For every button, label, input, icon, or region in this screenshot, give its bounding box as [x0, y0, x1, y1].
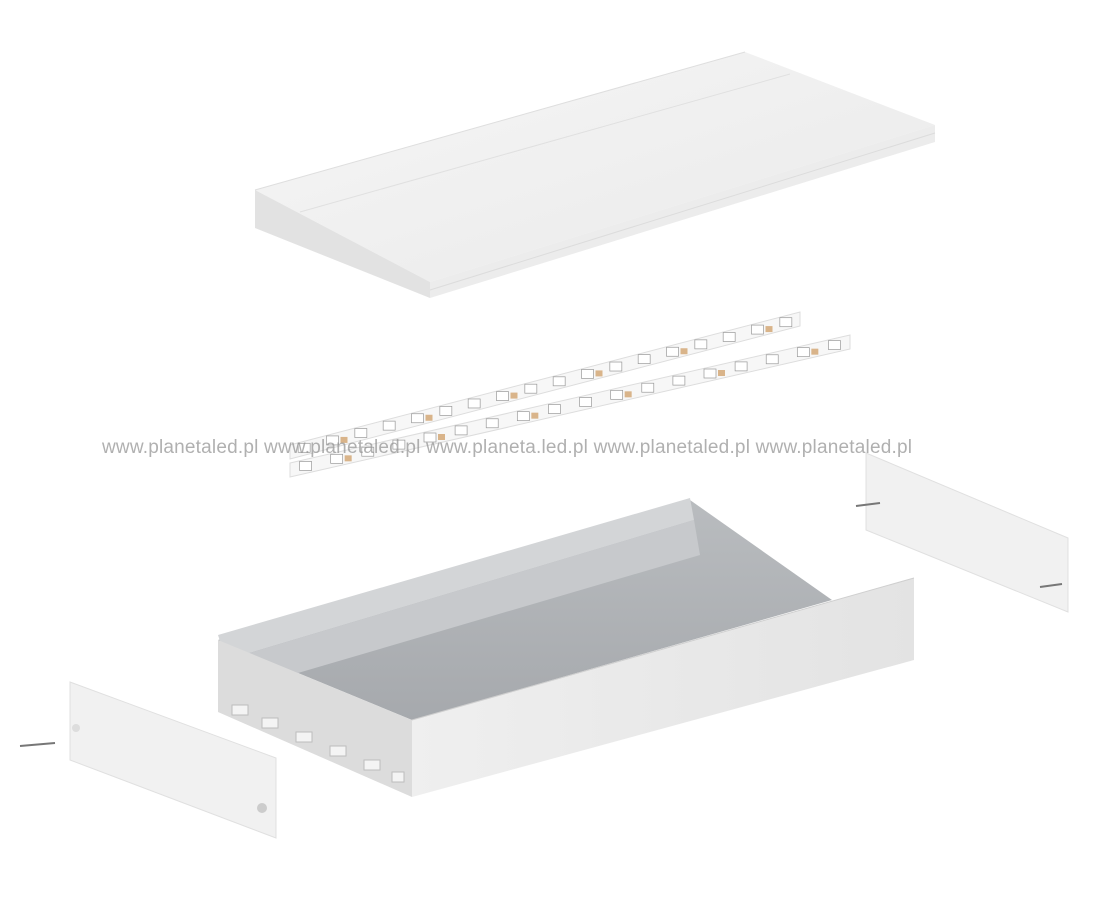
solder-pad	[680, 348, 688, 355]
aluminium-profile	[218, 498, 915, 797]
led-chip	[299, 461, 312, 471]
solder-pad	[595, 370, 603, 377]
led-chip	[392, 439, 406, 450]
led-chip	[330, 453, 344, 464]
solder-pad	[531, 412, 539, 419]
led-chip	[765, 354, 779, 365]
solder-pad	[340, 436, 348, 443]
led-chip	[641, 382, 655, 393]
solder-pad	[438, 434, 445, 440]
led-chip	[361, 446, 375, 457]
led-chip	[326, 435, 339, 446]
led-chip	[637, 354, 651, 364]
led-chip	[610, 389, 624, 400]
led-chip	[524, 383, 538, 394]
led-chip	[796, 347, 810, 358]
watermark-text: www.planetaled.pl www.planetaled.pl www.…	[102, 437, 913, 458]
solder-pad	[624, 391, 632, 398]
led-chip	[454, 425, 468, 436]
led-chip	[516, 411, 530, 422]
led-chip	[354, 428, 368, 438]
led-chip	[581, 369, 594, 379]
led-chip	[828, 340, 841, 350]
led-chip	[609, 361, 623, 372]
solder-pad	[510, 392, 518, 399]
led-chip	[382, 420, 396, 431]
led-chip	[722, 332, 736, 342]
end-cap-left	[19, 681, 277, 839]
led-chip	[439, 406, 453, 416]
led-chip	[751, 324, 764, 335]
led-chip	[734, 361, 748, 372]
solder-pad	[718, 370, 725, 376]
led-chip	[666, 346, 679, 357]
led-chip	[672, 375, 686, 386]
led-chip	[485, 418, 499, 429]
led-chip	[552, 376, 566, 387]
led-chip	[496, 391, 509, 401]
led-chip	[467, 398, 481, 409]
led-chip	[423, 432, 437, 443]
solder-pad	[344, 455, 352, 462]
led-chip	[297, 442, 311, 453]
solder-pad	[765, 326, 773, 333]
led-chip	[779, 317, 793, 328]
solder-pad	[811, 348, 819, 355]
led-chip	[548, 404, 561, 414]
end-cap-right	[855, 452, 1069, 613]
led-strip	[289, 311, 851, 478]
solder-pad	[425, 414, 433, 421]
diffuser-cover	[254, 51, 936, 298]
led-chip	[703, 368, 717, 379]
led-chip	[579, 397, 592, 407]
led-chip	[694, 339, 708, 350]
led-chip	[411, 413, 424, 424]
